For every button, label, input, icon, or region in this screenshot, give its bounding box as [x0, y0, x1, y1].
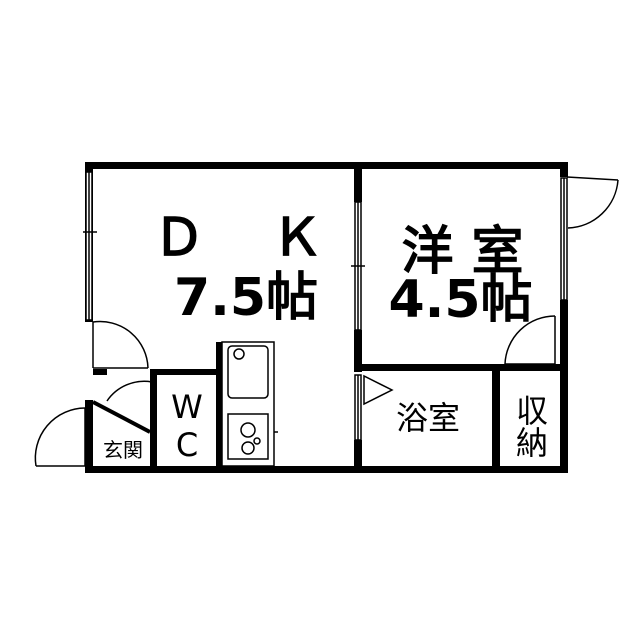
door-bath-marker: [363, 374, 394, 406]
wall-bath-left: [354, 440, 362, 473]
kitchen-counter: [221, 341, 275, 467]
wall-right-upper: [560, 162, 568, 177]
door-western-inner-swing: [504, 315, 556, 365]
wall-entrance-top: [93, 369, 107, 375]
door-dk-left-swing: [92, 320, 149, 369]
wall-wc-right: [216, 342, 222, 473]
burner-icon-1: [240, 422, 256, 438]
wall-top: [85, 162, 568, 169]
kitchen-fixtures: [221, 341, 278, 467]
door-wc-swing: [106, 380, 153, 402]
interior-walls: [92, 162, 568, 473]
wall-wc-left: [150, 369, 157, 473]
burner-icon-2: [241, 441, 255, 455]
wall-dk-western-lower: [354, 330, 362, 372]
dk-room-name: Ｄ Ｋ: [152, 208, 348, 268]
doors: [34, 176, 619, 467]
door-entrance-swing: [34, 407, 86, 467]
wall-right-lower: [560, 300, 568, 473]
door-western-exterior-swing: [567, 179, 619, 229]
sink-drain-icon: [233, 348, 245, 360]
bath-room-name: 浴室: [395, 399, 460, 437]
wall-entrance-diagonal: [92, 400, 151, 434]
kitchen-sink: [227, 345, 269, 399]
door-western-exterior-leaf: [566, 176, 619, 181]
storage-room-name: 収納: [511, 394, 549, 458]
wc-room-name: WC: [168, 388, 206, 464]
dk-room-size: 7.5帖: [173, 268, 319, 328]
wall-dk-western-upper: [354, 162, 362, 202]
stove: [227, 413, 269, 460]
western-room-name: 洋 室: [401, 222, 524, 282]
burner-icon-3: [253, 437, 261, 445]
wall-bath-storage: [492, 364, 500, 473]
wall-wc-top: [150, 369, 220, 375]
wall-bottom: [85, 466, 568, 473]
wall-left-lower: [85, 400, 93, 473]
windows: [83, 171, 568, 441]
wall-western-bottom: [354, 364, 568, 371]
western-room-size: 4.5帖: [388, 270, 533, 330]
entrance-label: 玄関: [103, 438, 143, 462]
